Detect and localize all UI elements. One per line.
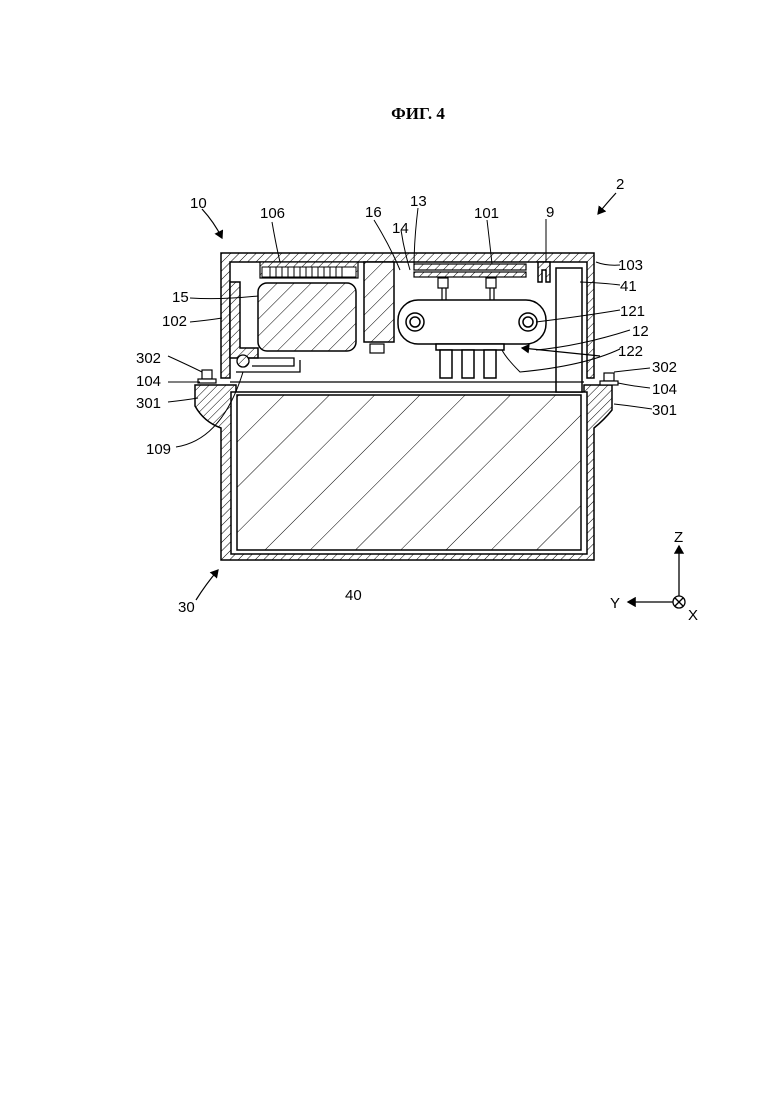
label-302-left: 302	[136, 350, 161, 367]
label-102: 102	[162, 313, 187, 330]
clip-hook	[236, 355, 300, 372]
battery-40	[237, 395, 581, 550]
label-301-right: 301	[652, 402, 677, 419]
circuit-board-13-14	[414, 264, 526, 300]
coordinate-axes	[628, 546, 685, 608]
label-13: 13	[410, 193, 427, 210]
label-40: 40	[345, 587, 362, 604]
label-12: 12	[632, 323, 649, 340]
label-10: 10	[190, 195, 207, 212]
label-104-right: 104	[652, 381, 677, 398]
bolt-302-left	[198, 370, 216, 383]
label-14: 14	[392, 220, 409, 237]
label-104-left: 104	[136, 373, 161, 390]
axis-y-label: Y	[610, 595, 620, 612]
label-2: 2	[616, 176, 624, 193]
bolt-302-right	[600, 373, 618, 385]
component-12	[398, 300, 546, 378]
label-121: 121	[620, 303, 645, 320]
axis-z-label: Z	[674, 529, 683, 546]
label-109: 109	[146, 441, 171, 458]
heat-sink-106	[260, 262, 358, 278]
component-16	[364, 262, 394, 353]
label-103: 103	[618, 257, 643, 274]
label-16: 16	[365, 204, 382, 221]
label-101: 101	[474, 205, 499, 222]
label-15: 15	[172, 289, 189, 306]
label-106: 106	[260, 205, 285, 222]
label-301-left: 301	[136, 395, 161, 412]
label-9: 9	[546, 204, 554, 221]
label-30: 30	[178, 599, 195, 616]
component-15	[258, 283, 356, 351]
axis-x-label: X	[688, 607, 698, 624]
label-122: 122	[618, 343, 643, 360]
label-41: 41	[620, 278, 637, 295]
label-302-right: 302	[652, 359, 677, 376]
